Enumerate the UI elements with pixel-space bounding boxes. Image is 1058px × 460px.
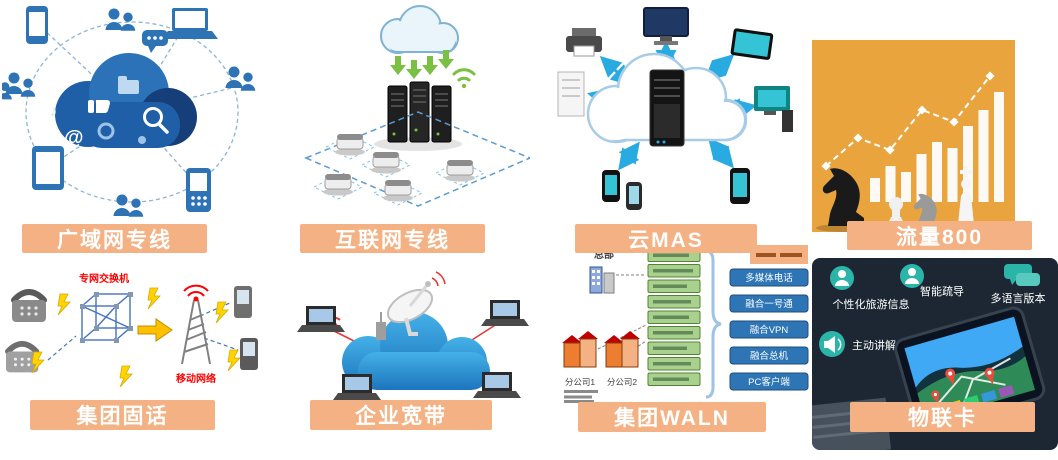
tablet-icon xyxy=(32,146,64,190)
feature-label: 多语言版本 xyxy=(991,291,1046,305)
feature-boxes xyxy=(647,248,701,386)
service-boxes: 多媒体电话 融合一号通 融合VPN 融合总机 PC客户端 xyxy=(729,268,809,391)
wifi-icon xyxy=(452,68,476,89)
links xyxy=(47,301,239,361)
traffic-illustration xyxy=(816,71,1004,233)
feature-label: 主动讲解 xyxy=(852,338,896,352)
tile-enterprise-broadband xyxy=(288,266,540,406)
mobile-phone-icon xyxy=(186,168,211,212)
switch-label: 专网交换机 xyxy=(79,272,129,285)
note-box xyxy=(750,245,808,264)
banner-group-landline[interactable]: 集团固话 xyxy=(30,400,215,430)
satellite-dish-icon xyxy=(386,271,446,336)
tile-wan-line: @ ♪ xyxy=(0,0,264,224)
banner-internet-line-label: 互联网专线 xyxy=(335,228,450,252)
banner-cloud-mas[interactable]: 云MAS xyxy=(575,224,757,253)
tile-group-wlan: 总部 分公司1 分公司2 xyxy=(560,245,812,403)
banner-enterprise-broadband-label: 企业宽带 xyxy=(355,405,447,428)
service-label: PC客户端 xyxy=(748,376,790,388)
folder-icon xyxy=(118,76,139,94)
group-landline-illustration: 专网交换机 xyxy=(5,272,258,388)
banner-wan-line[interactable]: 广域网专线 xyxy=(22,224,207,253)
hq-building-icon xyxy=(589,266,615,294)
desk-phone-icon xyxy=(5,341,40,373)
mobile-network-label: 移动网络 xyxy=(176,372,216,385)
broadband-illustration xyxy=(297,271,529,400)
iot-illustration: 个性化旅游信息 智能疏导 多语言版本 主动讲解 xyxy=(812,264,1046,450)
at-icon: @ xyxy=(64,127,84,149)
branch-building-icon xyxy=(562,331,598,368)
banner-wan-line-label: 广域网专线 xyxy=(57,228,172,252)
monitor-icon xyxy=(643,7,689,45)
feature-label: 智能疏导 xyxy=(920,284,964,298)
smartphone-icon xyxy=(602,170,642,210)
thumbs-up-icon xyxy=(88,99,111,114)
service-label: 多媒体电话 xyxy=(745,272,793,284)
bar-chart xyxy=(870,92,1004,202)
server-icon xyxy=(649,69,685,147)
banner-enterprise-broadband[interactable]: 企业宽带 xyxy=(310,400,492,430)
banner-cloud-mas-label: 云MAS xyxy=(628,228,704,252)
antenna-icon xyxy=(376,312,386,340)
branch2-label: 分公司2 xyxy=(607,377,638,387)
service-label: 融合VPN xyxy=(750,324,789,336)
laptop-icon xyxy=(162,8,218,39)
caption-lines xyxy=(564,390,598,403)
banner-traffic-800[interactable]: 流量800 xyxy=(847,221,1032,250)
desk-phone-icon xyxy=(11,289,47,322)
banner-traffic-800-label: 流量800 xyxy=(895,225,984,249)
download-arrows xyxy=(390,50,454,79)
tile-traffic-800 xyxy=(812,40,1015,233)
chat-icon xyxy=(142,30,168,53)
speaker-icon xyxy=(819,331,845,357)
cabinet-icon xyxy=(557,71,585,117)
banner-internet-line[interactable]: 互联网专线 xyxy=(300,224,485,253)
lightning-bolts xyxy=(31,287,241,388)
internet-illustration xyxy=(304,5,532,207)
switch-cube-icon xyxy=(80,292,133,343)
printer-icon xyxy=(566,28,602,57)
cloud-icon: @ ♪ xyxy=(50,53,197,149)
banner-iot-card-label: 物联卡 xyxy=(908,407,977,430)
banner-group-landline-label: 集团固话 xyxy=(76,405,169,428)
tile-group-landline: 专网交换机 xyxy=(4,266,260,406)
personalized-info-icon xyxy=(830,266,854,290)
multilang-icon xyxy=(1004,264,1040,286)
smart-guide-icon xyxy=(900,264,924,288)
service-label: 融合一号通 xyxy=(745,298,793,310)
brace xyxy=(705,249,722,399)
branch1-label: 分公司1 xyxy=(565,377,596,387)
smartphone-icon xyxy=(26,6,48,44)
music-note-icon: ♪ xyxy=(50,103,58,120)
wan-illustration: @ ♪ xyxy=(0,6,256,217)
desktop-icon xyxy=(754,86,793,132)
connected-devices xyxy=(0,6,256,217)
branch-building-icon xyxy=(604,331,640,368)
banner-iot-card[interactable]: 物联卡 xyxy=(850,402,1035,432)
banner-group-wlan[interactable]: 集团WALN xyxy=(578,402,766,432)
tile-internet-line xyxy=(286,0,532,224)
mobile-phone-icon xyxy=(234,286,258,370)
group-wlan-illustration: 总部 分公司1 分公司2 xyxy=(562,245,809,403)
tile-cloud-mas xyxy=(538,2,798,222)
cloud-icon xyxy=(342,312,490,390)
radio-tower-icon xyxy=(181,284,211,365)
service-label: 融合总机 xyxy=(750,350,789,362)
feature-label: 个性化旅游信息 xyxy=(833,297,910,311)
hub-devices xyxy=(312,134,486,206)
smartphone-icon xyxy=(730,168,750,204)
flow-arrow xyxy=(137,318,173,342)
banner-group-wlan-label: 集团WALN xyxy=(614,407,730,430)
tablet-icon xyxy=(730,28,774,60)
cloud-mas-illustration xyxy=(557,7,793,210)
magnifier-icon xyxy=(143,107,169,134)
